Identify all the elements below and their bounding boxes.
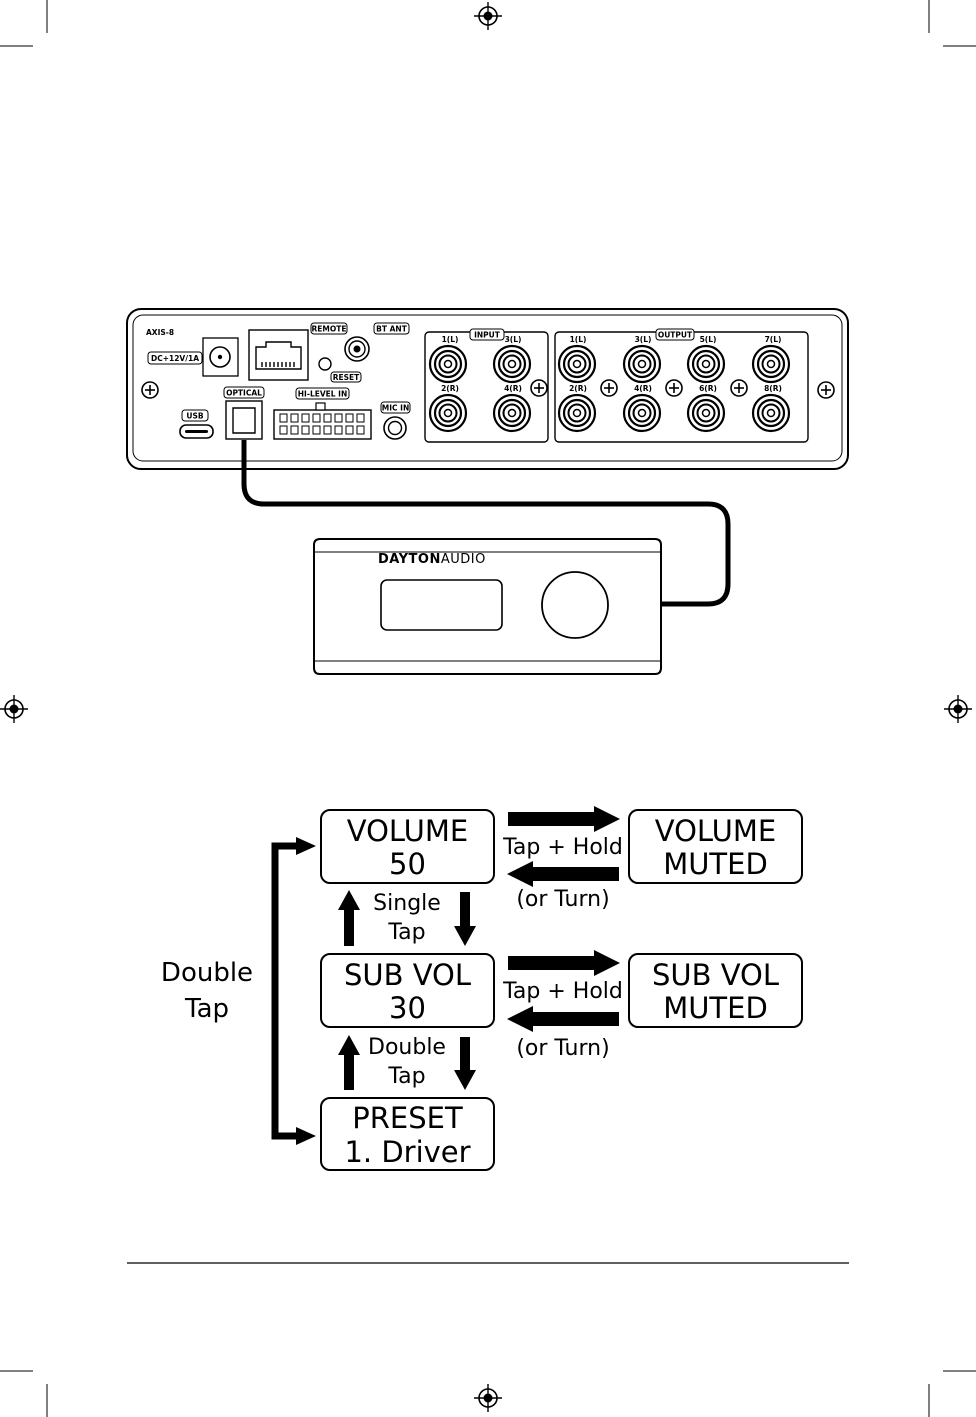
output-label: OUTPUT xyxy=(658,331,693,340)
rca-output-jack xyxy=(559,346,595,382)
registration-mark-right xyxy=(944,695,972,723)
mic-in-label: MIC IN xyxy=(382,404,409,413)
rca-input-jack xyxy=(494,395,530,431)
rca-output-jack xyxy=(624,395,660,431)
state-value: 50 xyxy=(389,847,426,881)
control-flow-diagram: VOLUME 50 VOLUME MUTED SUB VOL 30 SUB VO… xyxy=(161,806,802,1170)
arrow-up-icon xyxy=(338,1035,360,1090)
state-title: PRESET xyxy=(352,1101,463,1135)
output-section: OUTPUT 1(L) 3(L) 5(L) 7(L) 2(R) 4(R) 6(R… xyxy=(555,329,808,442)
arrow-right-icon xyxy=(508,806,620,832)
input-port-label: 4(R) xyxy=(504,384,522,393)
remote-label: REMOTE xyxy=(312,325,347,334)
screw-icon xyxy=(601,380,617,396)
bt-ant-label: BT ANT xyxy=(376,325,408,334)
tap-hold-label: Tap + Hold xyxy=(502,835,623,860)
rca-input-jack xyxy=(430,346,466,382)
single-tap-label: Single xyxy=(373,891,441,916)
state-sub-vol-muted: SUB VOL MUTED xyxy=(629,954,802,1027)
input-port-label: 2(R) xyxy=(441,384,459,393)
reset-label: RESET xyxy=(333,373,360,382)
rca-output-jack xyxy=(753,395,789,431)
screw-icon xyxy=(142,382,158,398)
state-value: MUTED xyxy=(663,847,768,881)
state-preset: PRESET 1. Driver xyxy=(321,1098,494,1170)
state-value: 1. Driver xyxy=(344,1135,470,1169)
screw-icon xyxy=(666,380,682,396)
output-port-label: 7(L) xyxy=(765,335,782,344)
double-tap-side-label: Double xyxy=(161,958,253,988)
rca-output-jack xyxy=(559,395,595,431)
power-label: DC+12V/1A xyxy=(151,354,199,363)
rca-input-jack xyxy=(494,346,530,382)
double-tap-loop-line xyxy=(275,846,299,1136)
arrow-down-icon xyxy=(454,1037,476,1090)
input-section: INPUT 1(L) 3(L) 2(R) 4(R) xyxy=(425,329,548,442)
arrow-right-icon xyxy=(508,950,620,976)
screw-icon xyxy=(731,380,747,396)
remote-display xyxy=(381,580,502,630)
double-tap-label: Tap xyxy=(387,1064,425,1089)
state-title: SUB VOL xyxy=(344,958,471,992)
arrow-up-icon xyxy=(338,890,360,946)
arrow-left-icon xyxy=(507,861,619,887)
usb-label: USB xyxy=(186,412,203,421)
tap-hold-label: Tap + Hold xyxy=(502,979,623,1004)
rca-input-jack xyxy=(430,395,466,431)
output-port-label: 1(L) xyxy=(570,335,587,344)
state-title: VOLUME xyxy=(655,814,776,848)
registration-mark-left xyxy=(0,695,28,723)
remote-control: DAYTONAUDIO xyxy=(314,539,661,674)
optical-label: OPTICAL xyxy=(226,389,262,398)
remote-brand: DAYTONAUDIO xyxy=(378,552,486,567)
registration-mark-bottom xyxy=(474,1384,502,1412)
remote-knob xyxy=(542,572,608,638)
hi-level-in-label: HI-LEVEL IN xyxy=(298,390,347,399)
arrow-right-icon xyxy=(296,837,316,855)
state-value: 30 xyxy=(389,991,426,1025)
or-turn-label: (or Turn) xyxy=(516,1036,609,1061)
arrow-down-icon xyxy=(454,892,476,946)
state-value: MUTED xyxy=(663,991,768,1025)
output-port-label: 3(L) xyxy=(635,335,652,344)
screw-icon xyxy=(531,380,547,396)
state-volume: VOLUME 50 xyxy=(321,810,494,883)
brand-bold: DAYTON xyxy=(378,552,441,567)
registration-mark-top xyxy=(474,2,502,30)
arrow-left-icon xyxy=(507,1006,619,1032)
output-port-label: 8(R) xyxy=(764,384,782,393)
state-title: SUB VOL xyxy=(652,958,779,992)
input-label: INPUT xyxy=(474,331,501,340)
output-port-label: 6(R) xyxy=(699,384,717,393)
double-tap-label: Double xyxy=(368,1035,446,1060)
screw-icon xyxy=(818,382,834,398)
output-port-label: 4(R) xyxy=(634,384,652,393)
or-turn-label: (or Turn) xyxy=(516,887,609,912)
input-port-label: 1(L) xyxy=(442,335,459,344)
state-sub-vol: SUB VOL 30 xyxy=(321,954,494,1027)
rca-output-jack xyxy=(753,346,789,382)
model-label: AXIS-8 xyxy=(146,328,174,337)
amplifier-rear-panel: AXIS-8 DC+12V/1A USB OPTICAL REMOTE RESE… xyxy=(127,309,848,469)
output-port-label: 2(R) xyxy=(569,384,587,393)
arrow-right-icon xyxy=(296,1127,316,1145)
rca-output-jack xyxy=(688,346,724,382)
state-volume-muted: VOLUME MUTED xyxy=(629,810,802,883)
mic-in-jack xyxy=(384,417,406,439)
brand-light: AUDIO xyxy=(441,552,486,567)
input-port-label: 3(L) xyxy=(505,335,522,344)
double-tap-side-label: Tap xyxy=(184,994,229,1024)
rca-output-jack xyxy=(624,346,660,382)
state-title: VOLUME xyxy=(347,814,468,848)
reset-button xyxy=(319,358,331,370)
ethernet-port xyxy=(249,330,308,380)
rca-output-jack xyxy=(688,395,724,431)
output-port-label: 5(L) xyxy=(700,335,717,344)
single-tap-label: Tap xyxy=(387,920,425,945)
